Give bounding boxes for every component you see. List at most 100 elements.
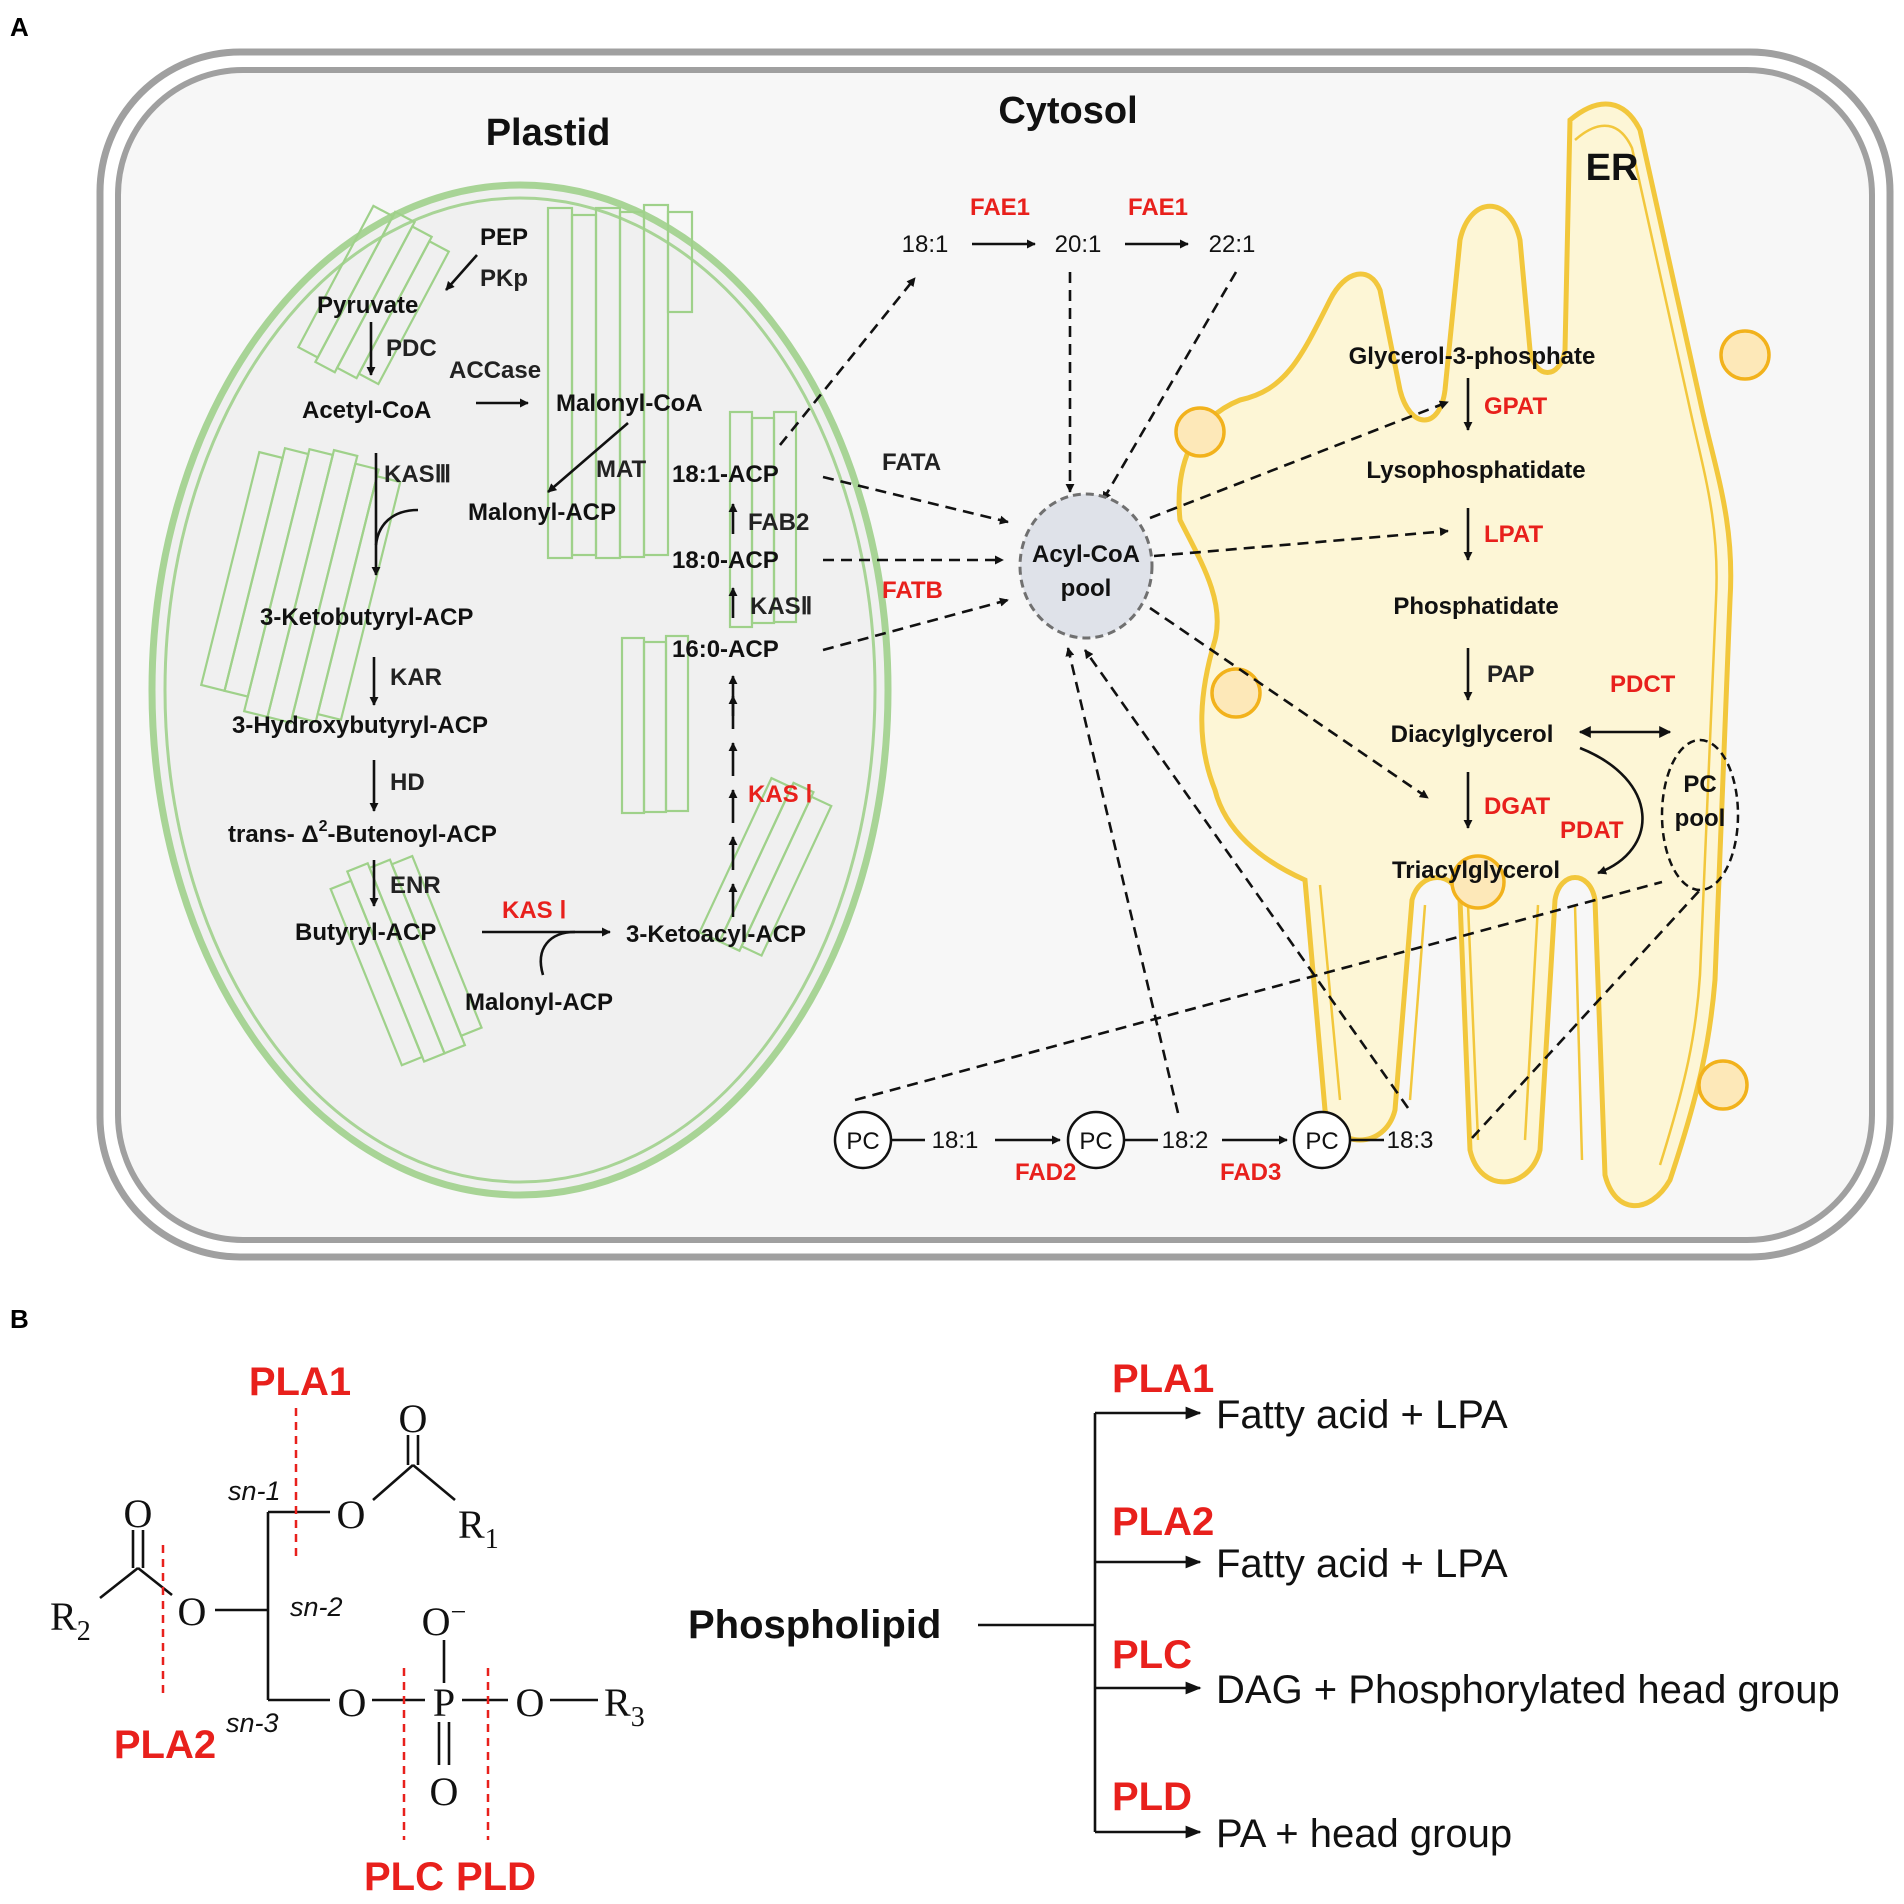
thylakoid-stack-upperleft: [296, 204, 451, 386]
pla1-structure-label: PLA1: [249, 1360, 351, 1404]
sn2-ester-oxygen: O: [178, 1589, 207, 1634]
dashed-pcpool-right: [1471, 889, 1701, 1139]
r1-group: R1: [458, 1502, 499, 1555]
pdct-label: PDCT: [1610, 671, 1676, 698]
arrow-pep-pyruvate: [445, 254, 478, 291]
pep-label: PEP: [480, 224, 528, 251]
branch-plc-enzyme: PLC: [1112, 1633, 1192, 1677]
dashed-pool-dgat: [1149, 606, 1429, 800]
dashed-pcpool-left: [854, 880, 1663, 1102]
pdat-label: PDAT: [1560, 817, 1624, 844]
plc-structure-label: PLC: [364, 1855, 444, 1899]
branch-pla2-enzyme: PLA2: [1112, 1500, 1214, 1544]
fad2-label: FAD2: [1015, 1159, 1076, 1186]
dashed-221-pool: [1101, 271, 1238, 501]
arrow-malonylacp-join: [374, 508, 419, 546]
pkp-label: PKp: [480, 265, 528, 292]
fata-label: FATA: [882, 449, 941, 476]
phospholipid-structure: [99, 1435, 598, 1765]
dashed-160acp-pool: [822, 597, 1009, 652]
pa-label: Phosphatidate: [1393, 593, 1558, 620]
pc-pool: [1660, 738, 1740, 892]
dashed-182-pool: [1065, 647, 1180, 1114]
head-group-oxygen: O: [516, 1680, 545, 1725]
malonyl-coa-label: Malonyl-CoA: [556, 390, 703, 417]
r3-group: R3: [604, 1680, 645, 1733]
fatb-label: FATB: [882, 577, 943, 604]
thylakoid-stack-lower: [329, 854, 483, 1067]
fa-201-label: 20:1: [1055, 231, 1102, 258]
sn2-label: sn-2: [290, 1592, 343, 1622]
kas3-label: KASⅢ: [384, 461, 451, 488]
phosphate-o-minus: O−: [422, 1597, 467, 1644]
branch-plc: PLC DAG + Phosphorylated head group: [1095, 1633, 1840, 1712]
pc-pool-label-1: PC: [1683, 771, 1716, 798]
branch-pld-product: PA + head group: [1216, 1812, 1512, 1856]
arrow-malonylcoa-malonylacp: [547, 422, 629, 493]
tag-label: Triacylglycerol: [1392, 857, 1560, 884]
ketobutyryl-label: 3-Ketobutyryl-ACP: [260, 604, 473, 631]
arrow-malonylacp-bottom-join: [539, 930, 576, 976]
sn1-carbonyl-oxygen: O: [399, 1396, 428, 1441]
mat-label: MAT: [596, 456, 647, 483]
g3p-label: Glycerol-3-phosphate: [1349, 343, 1596, 370]
acp-180-label: 18:0-ACP: [672, 547, 779, 574]
plastid-envelope: [148, 181, 892, 1199]
branch-pla1-enzyme: PLA1: [1112, 1357, 1214, 1401]
cytosol-title: Cytosol: [998, 90, 1137, 132]
pc-3-label: PC: [1305, 1128, 1338, 1155]
hydroxybutyryl-label: 3-Hydroxybutyryl-ACP: [232, 712, 488, 739]
kas2-label: KASⅡ: [750, 593, 812, 620]
panel-label-a: A: [10, 12, 29, 42]
kas1-bottom-label: KAS Ⅰ: [502, 897, 566, 924]
lysopa-label: Lysophosphatidate: [1366, 457, 1585, 484]
fad3-label: FAD3: [1220, 1159, 1281, 1186]
malonyl-acp-bottom-label: Malonyl-ACP: [465, 989, 613, 1016]
branch-pla2-product: Fatty acid + LPA: [1216, 1542, 1508, 1586]
thylakoid-stack-top: [546, 203, 694, 560]
pc-pool-label-2: pool: [1675, 805, 1726, 832]
fab2-label: FAB2: [748, 509, 809, 536]
acetyl-coa-label: Acetyl-CoA: [302, 397, 431, 424]
thylakoid-stack-middle: [620, 634, 690, 815]
lpat-label: LPAT: [1484, 521, 1543, 548]
pld-structure-label: PLD: [456, 1855, 536, 1899]
panel-label-b: B: [10, 1304, 29, 1334]
dashed-183-pool: [1083, 649, 1410, 1109]
branch-pla1-product: Fatty acid + LPA: [1216, 1393, 1508, 1437]
pla2-structure-label: PLA2: [114, 1723, 216, 1767]
sn2-carbonyl-oxygen: O: [124, 1491, 153, 1536]
phospholipid-label: Phospholipid: [688, 1603, 941, 1647]
branch-pld: PLD PA + head group: [1095, 1775, 1512, 1856]
pc-181-label: 18:1: [932, 1127, 979, 1154]
thylakoid-stack-left: [199, 446, 402, 725]
acp-160-label: 16:0-ACP: [672, 636, 779, 663]
fae1-a-label: FAE1: [970, 194, 1030, 221]
malonyl-acp-label: Malonyl-ACP: [468, 499, 616, 526]
accase-label: ACCase: [449, 357, 541, 384]
pc-183-label: 18:3: [1387, 1127, 1434, 1154]
enr-label: ENR: [390, 872, 441, 899]
pc-2-label: PC: [1079, 1128, 1112, 1155]
fa-221-label: 22:1: [1209, 231, 1256, 258]
fae1-b-label: FAE1: [1128, 194, 1188, 221]
acp-181-label: 18:1-ACP: [672, 461, 779, 488]
branch-pla2: PLA2 Fatty acid + LPA: [1095, 1500, 1508, 1586]
dashed-181acp-pool: [822, 475, 1009, 525]
r2-group: R2: [50, 1594, 91, 1647]
pyruvate-label: Pyruvate: [317, 292, 418, 319]
pdc-label: PDC: [386, 335, 437, 362]
er-title: ER: [1586, 147, 1639, 189]
phosphate-double-oxygen: O: [430, 1769, 459, 1814]
thylakoid-stack-right: [728, 410, 798, 629]
acyl-coa-pool-label-2: pool: [1061, 575, 1112, 602]
gpat-label: GPAT: [1484, 393, 1547, 420]
branch-pla1: PLA1 Fatty acid + LPA: [1095, 1357, 1508, 1437]
acyl-coa-pool: [1018, 492, 1154, 640]
endoplasmic-reticulum: [1174, 101, 1771, 1209]
pc-182-label: 18:2: [1162, 1127, 1209, 1154]
butyryl-acp-label: Butyryl-ACP: [295, 919, 436, 946]
cell-wall-outer: [96, 48, 1894, 1261]
sn1-label: sn-1: [228, 1476, 281, 1506]
acyl-coa-pool-label-1: Acyl-CoA: [1032, 541, 1140, 568]
